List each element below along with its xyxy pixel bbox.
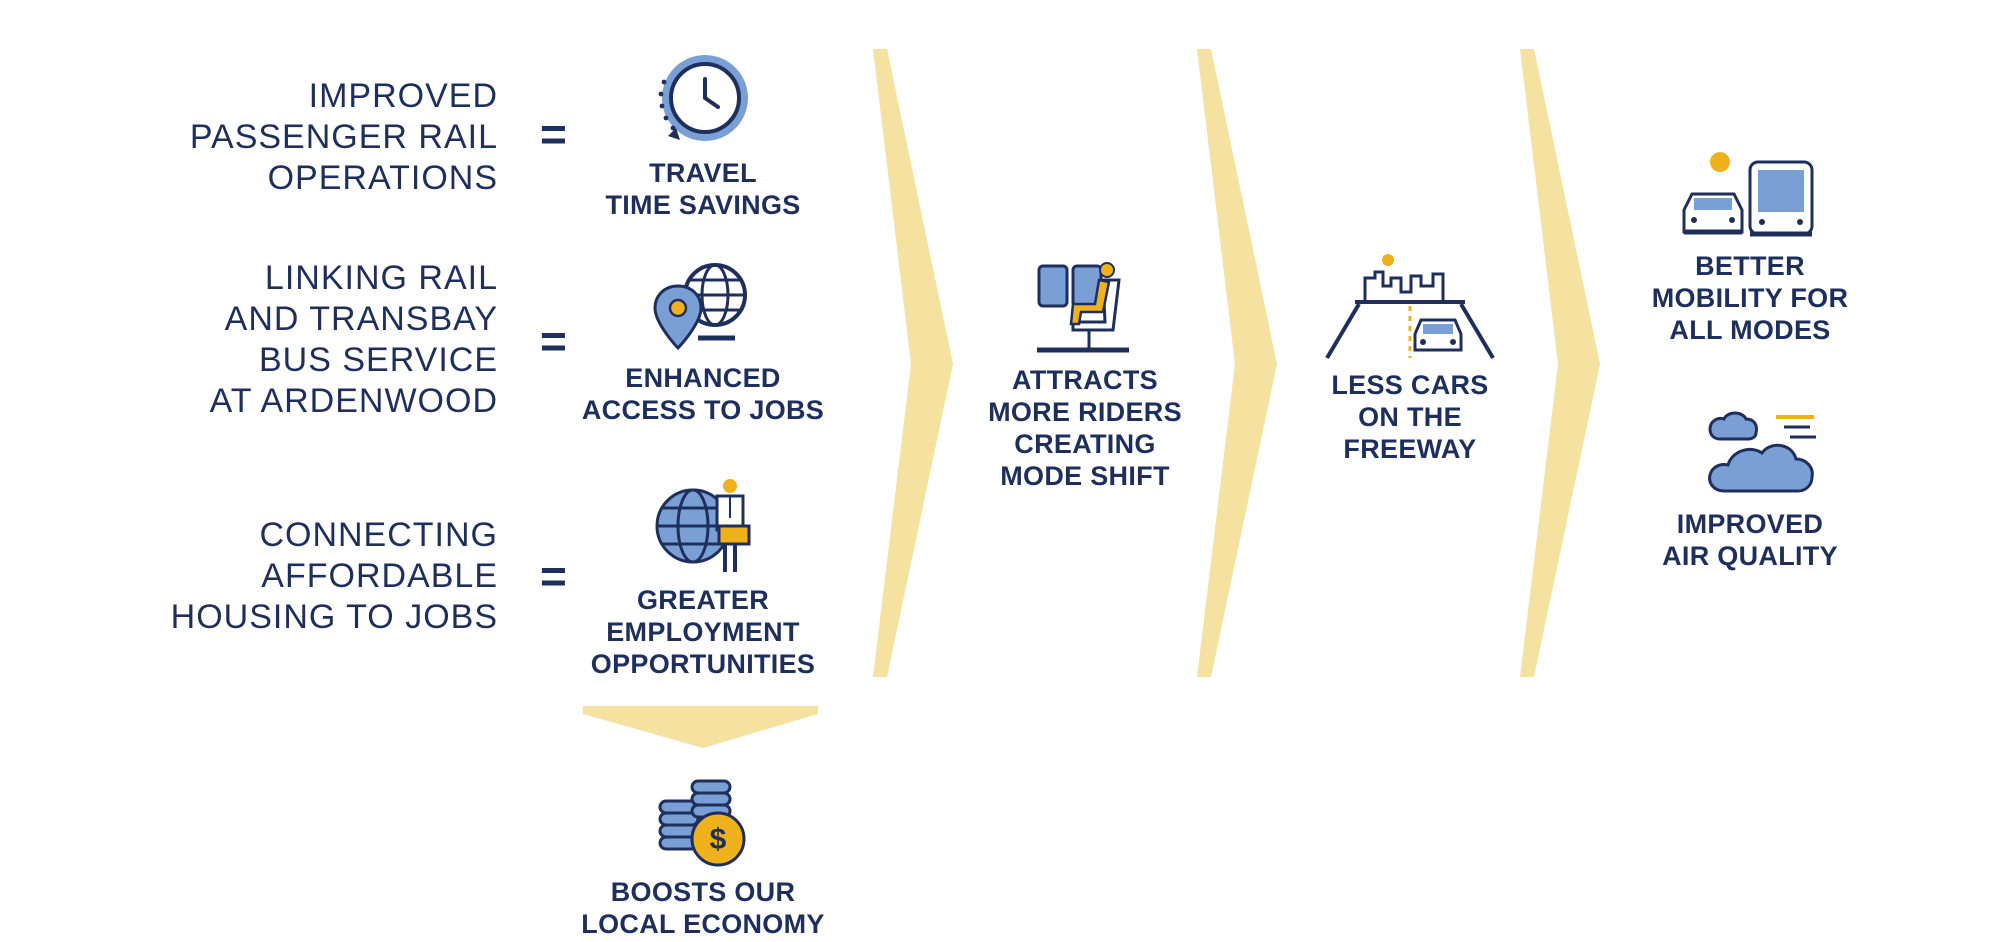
down-chevron-arrow <box>583 706 818 748</box>
svg-text:$: $ <box>710 823 727 856</box>
equals-sign-1: = <box>540 108 567 160</box>
chevron-arrow-3 <box>1520 49 1600 677</box>
cause-rail-operations: IMPROVED PASSENGER RAIL OPERATIONS <box>189 77 498 197</box>
label-less-cars: LESS CARS ON THE FREEWAY <box>1331 370 1489 464</box>
equals-sign-2: = <box>540 315 567 367</box>
label-better-mobility: BETTER MOBILITY FOR ALL MODES <box>1651 251 1849 345</box>
chevron-arrow-2 <box>1197 49 1277 677</box>
label-attracts-riders: ATTRACTS MORE RIDERS CREATING MODE SHIFT <box>988 365 1182 491</box>
label-boosts-economy: BOOSTS OUR LOCAL ECONOMY <box>581 877 825 939</box>
equals-sign-3: = <box>540 550 567 602</box>
label-improved-air-quality: IMPROVED AIR QUALITY <box>1662 509 1838 571</box>
clouds-icon <box>1708 411 1816 493</box>
coins-icon: $ <box>658 779 746 867</box>
train-seat-passenger-icon <box>1037 262 1129 353</box>
label-enhanced-access: ENHANCED ACCESS TO JOBS <box>581 363 825 425</box>
chevron-arrow-1 <box>873 49 953 677</box>
globe-worker-icon <box>655 479 751 572</box>
label-greater-employment: GREATER EMPLOYMENT OPPORTUNITIES <box>590 585 816 679</box>
label-travel-time-savings: TRAVEL TIME SAVINGS <box>605 158 801 220</box>
cause-affordable-housing: CONNECTING AFFORDABLE HOUSING TO JOBS <box>170 516 498 636</box>
freeway-car-icon <box>1325 254 1495 360</box>
cause-linking-rail-bus: LINKING RAIL AND TRANSBAY BUS SERVICE AT… <box>209 259 498 420</box>
car-bus-icon <box>1682 152 1814 237</box>
location-globe-icon <box>653 263 747 351</box>
clock-icon <box>658 55 748 141</box>
